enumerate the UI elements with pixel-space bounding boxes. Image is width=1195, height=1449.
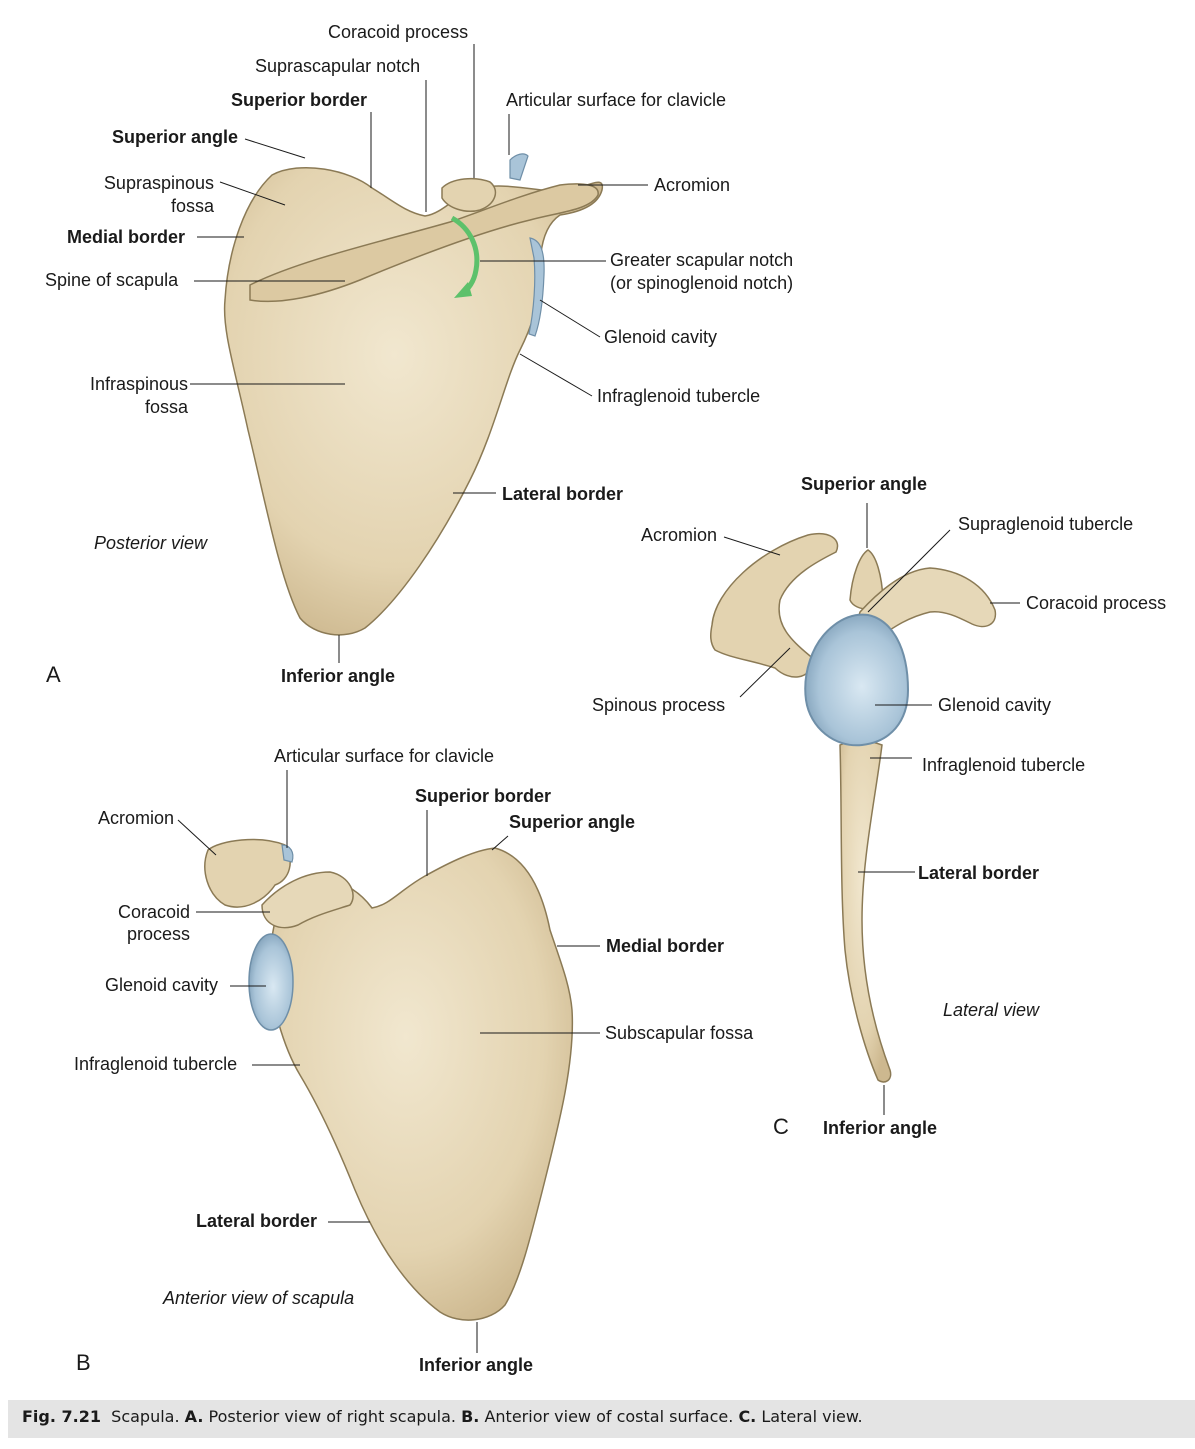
caption-a-letter: A. <box>184 1407 204 1426</box>
label-c-inferior-angle: Inferior angle <box>823 1118 938 1138</box>
scapula-a-coracoid <box>441 177 497 212</box>
label-c-view-name: Lateral view <box>943 1000 1040 1020</box>
caption-c-letter: C. <box>738 1407 757 1426</box>
scapula-c-acromion <box>710 533 839 678</box>
label-c-spinous-process: Spinous process <box>592 695 726 715</box>
label-b-view-name: Anterior view of scapula <box>163 1288 355 1308</box>
view-b-leader-lines <box>177 770 600 1353</box>
label-b-subscapular-fossa: Subscapular fossa <box>605 1023 754 1043</box>
scapula-c-shaft <box>839 740 892 1083</box>
panel-letter-b: B <box>76 1350 91 1375</box>
label-a-supraspinous-fossa-line1: Supraspinous <box>103 173 214 193</box>
label-c-superior-angle: Superior angle <box>801 474 928 494</box>
view-c-lateral-scapula <box>710 503 1020 1115</box>
label-c-coracoid-process: Coracoid process <box>1026 593 1167 613</box>
figure-caption: Fig. 7.21 Scapula. A. Posterior view of … <box>22 1407 863 1426</box>
scapula-c-glenoid <box>804 613 910 747</box>
label-a-superior-angle: Superior angle <box>112 127 239 147</box>
label-b-acromion: Acromion <box>98 808 175 828</box>
scapula-a-spine <box>249 183 599 303</box>
label-a-superior-border: Superior border <box>231 90 368 110</box>
label-a-acromion: Acromion <box>654 175 731 195</box>
label-a-medial-border: Medial border <box>67 227 186 247</box>
scapula-b-body <box>269 847 574 1321</box>
label-b-lateral-border: Lateral border <box>196 1211 318 1231</box>
label-b-coracoid-process-line2: process <box>126 924 190 944</box>
label-b-glenoid-cavity: Glenoid cavity <box>105 975 219 995</box>
label-a-suprascapular-notch: Suprascapular notch <box>255 56 421 76</box>
label-b-infraglenoid-tubercle: Infraglenoid tubercle <box>74 1054 238 1074</box>
scapula-b-clavicle-facet <box>281 844 294 863</box>
panel-letter-a: A <box>46 662 61 687</box>
view-b-anterior-scapula <box>177 770 600 1353</box>
caption-b-letter: B. <box>461 1407 480 1426</box>
scapula-a-glenoid-rim <box>528 237 545 337</box>
label-a-greater-scapular-notch-line1: Greater scapular notch <box>610 250 794 270</box>
label-b-coracoid-process-line1: Coracoid <box>117 902 190 922</box>
label-b-articular-surface-clavicle: Articular surface for clavicle <box>274 746 495 766</box>
panel-letter-c: C <box>773 1114 789 1139</box>
caption-bar: Fig. 7.21 Scapula. A. Posterior view of … <box>8 1400 1195 1438</box>
scapula-b-acromion <box>204 838 291 908</box>
label-c-lateral-border: Lateral border <box>918 863 1040 883</box>
label-a-coracoid-process: Coracoid process <box>328 22 469 42</box>
view-c-leader-lines <box>723 503 1020 1115</box>
label-c-acromion: Acromion <box>641 525 718 545</box>
label-a-glenoid-cavity: Glenoid cavity <box>604 327 718 347</box>
label-c-infraglenoid-tubercle: Infraglenoid tubercle <box>922 755 1086 775</box>
caption-c-text: Lateral view. <box>761 1407 863 1426</box>
scapula-b-coracoid <box>261 871 354 929</box>
label-a-infraspinous-fossa-line1: Infraspinous <box>89 374 188 394</box>
notch-arrow-head <box>454 282 472 298</box>
label-a-lateral-border: Lateral border <box>502 484 624 504</box>
label-c-supraglenoid-tubercle: Supraglenoid tubercle <box>958 514 1134 534</box>
label-b-superior-border: Superior border <box>415 786 552 806</box>
label-a-greater-scapular-notch-line2: (or spinoglenoid notch) <box>610 273 794 293</box>
label-a-view-name: Posterior view <box>94 533 208 553</box>
caption-title: Scapula. <box>111 1407 180 1426</box>
label-a-infraglenoid-tubercle: Infraglenoid tubercle <box>597 386 761 406</box>
view-a-posterior-scapula <box>190 44 648 663</box>
label-a-inferior-angle: Inferior angle <box>281 666 396 686</box>
label-b-medial-border: Medial border <box>606 936 725 956</box>
label-c-glenoid-cavity: Glenoid cavity <box>938 695 1052 715</box>
label-a-spine-of-scapula: Spine of scapula <box>45 270 179 290</box>
caption-a-text: Posterior view of right scapula. <box>208 1407 456 1426</box>
scapula-b-glenoid <box>248 933 294 1031</box>
label-a-infraspinous-fossa-line2: fossa <box>144 397 188 417</box>
label-b-inferior-angle: Inferior angle <box>419 1355 534 1375</box>
caption-b-text: Anterior view of costal surface. <box>484 1407 734 1426</box>
label-b-superior-angle: Superior angle <box>509 812 636 832</box>
label-a-supraspinous-fossa-line2: fossa <box>170 196 214 216</box>
view-a-leader-lines <box>190 44 648 663</box>
label-a-articular-surface-clavicle: Articular surface for clavicle <box>506 90 727 110</box>
caption-fig-number: Fig. 7.21 <box>22 1407 101 1426</box>
scapula-a-clavicle-facet <box>509 153 529 181</box>
